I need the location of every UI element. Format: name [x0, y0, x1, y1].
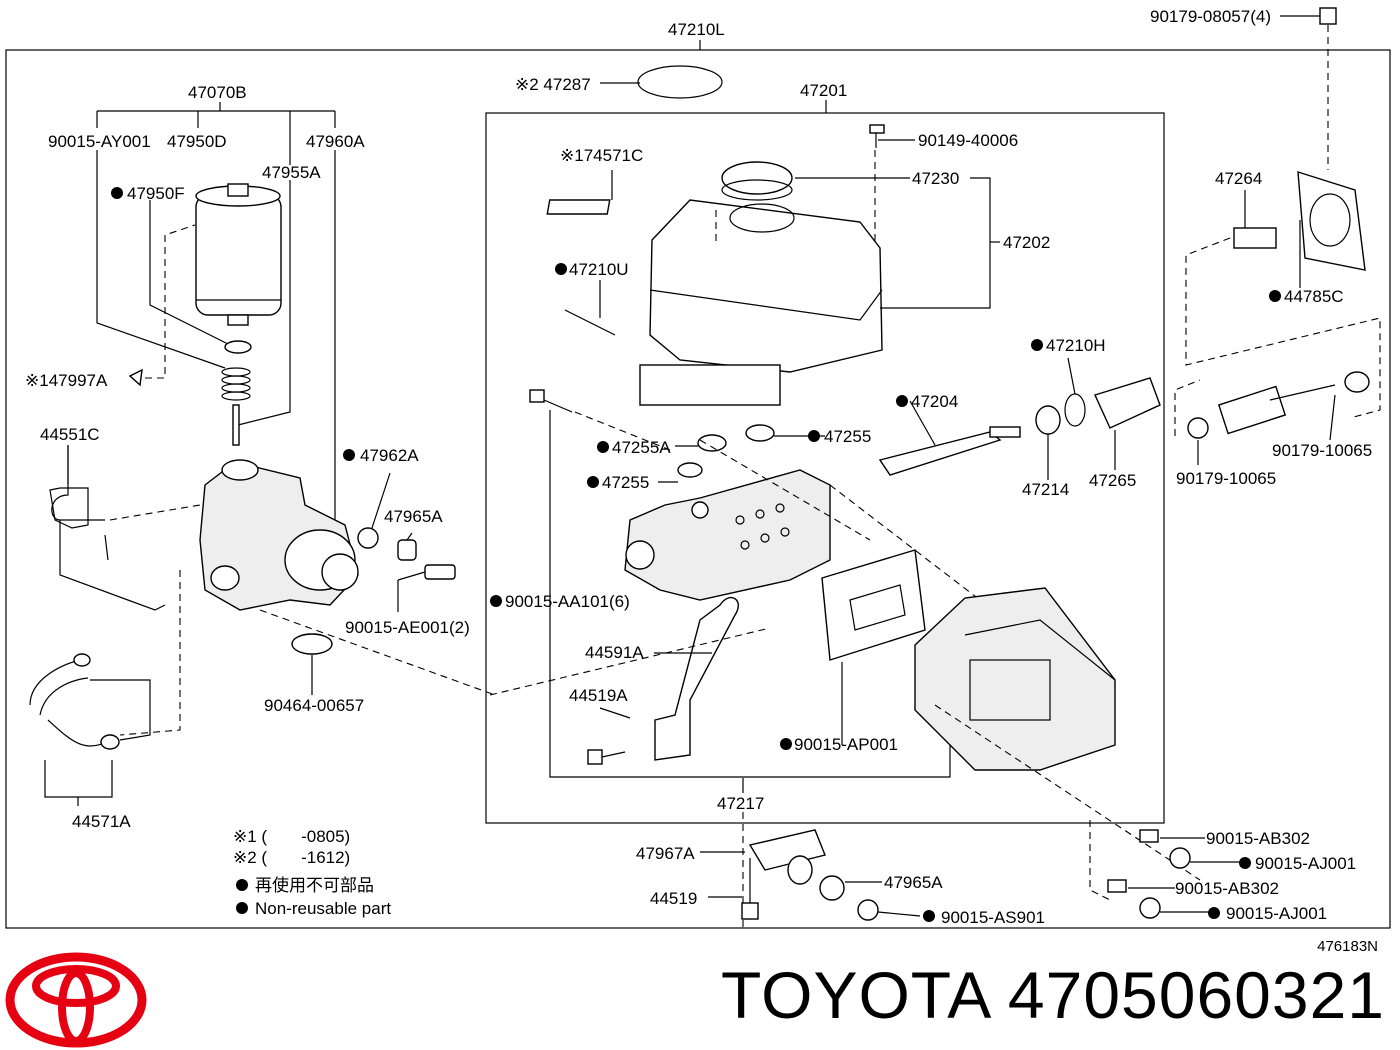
label-ab302-2: 90015-AB302	[1175, 879, 1279, 898]
reservoir-group	[546, 124, 1000, 406]
bottom-group	[700, 820, 1240, 921]
label-aj001-2: 90015-AJ001	[1226, 904, 1327, 923]
label-74571c: ※174571C	[560, 146, 643, 165]
label-47210u: 47210U	[569, 260, 629, 279]
legend-en: Non-reusable part	[255, 899, 391, 918]
part-labels: 47210L 90179-08057(4) 47070B ※2 47287 47…	[25, 7, 1372, 927]
label-screw-ay001: 90015-AY001	[48, 132, 151, 151]
label-ae001: 90015-AE001(2)	[345, 618, 470, 637]
toyota-logo-icon	[5, 952, 147, 1048]
label-44571a: 44571A	[72, 812, 131, 831]
label-00657: 90464-00657	[264, 696, 364, 715]
note-2: ※2 ( -1612)	[233, 848, 350, 867]
legend-jp: 再使用不可部品	[255, 875, 374, 895]
label-47202: 47202	[1003, 233, 1050, 252]
inner-frame	[485, 112, 1165, 824]
note-1: ※1 ( -0805)	[233, 827, 350, 846]
figure-code: 476183N	[1317, 938, 1378, 955]
label-filter-d: 47950D	[167, 132, 227, 151]
label-as901: 90015-AS901	[941, 908, 1045, 927]
label-gasket-2: ※2 47287	[515, 75, 591, 94]
label-ap001: 90015-AP001	[794, 735, 898, 754]
label-47230: 47230	[912, 169, 959, 188]
label-47210h: 47210H	[1046, 336, 1106, 355]
label-44785c: 44785C	[1284, 287, 1344, 306]
label-47965a-bottom: 47965A	[884, 873, 943, 892]
brand-title: TOYOTA 4705060321	[720, 958, 1385, 1032]
label-47962a: 47962A	[360, 446, 419, 465]
label-47950f: 47950F	[127, 184, 185, 203]
label-master-cyl: 47201	[800, 81, 847, 100]
label-aa101: 90015-AA101(6)	[505, 592, 630, 611]
label-47255-left: 47255	[602, 473, 649, 492]
label-47955a: 47955A	[262, 163, 321, 182]
nonreusable-markers	[111, 187, 1281, 922]
label-pump-assy: 47070B	[188, 83, 247, 102]
label-10065-left: 90179-10065	[1176, 469, 1276, 488]
gasket-47287	[637, 65, 723, 99]
right-top-group	[1174, 7, 1381, 465]
label-44519: 44519	[650, 889, 697, 908]
label-10065-right: 90179-10065	[1272, 441, 1372, 460]
label-47204: 47204	[911, 392, 958, 411]
label-47265: 47265	[1089, 471, 1136, 490]
label-ab302-1: 90015-AB302	[1206, 829, 1310, 848]
label-screw-40006: 90149-40006	[918, 131, 1018, 150]
pump-group	[29, 102, 496, 806]
label-47255a: 47255A	[612, 438, 671, 457]
label-47967a: 47967A	[636, 844, 695, 863]
label-44519a: 44519A	[569, 686, 628, 705]
label-44551c: 44551C	[40, 425, 100, 444]
label-47255-right: 47255	[824, 427, 871, 446]
label-47264: 47264	[1215, 169, 1262, 188]
label-44591a: 44591A	[585, 643, 644, 662]
label-47960a: 47960A	[306, 132, 365, 151]
label-assembly: 47210L	[668, 20, 725, 39]
label-47217: 47217	[717, 794, 764, 813]
label-47214: 47214	[1022, 480, 1069, 499]
label-47997a: ※147997A	[25, 371, 108, 390]
label-aj001-1: 90015-AJ001	[1255, 854, 1356, 873]
label-bolt-top-right: 90179-08057(4)	[1150, 7, 1271, 26]
outer-frame	[5, 49, 1391, 929]
label-47965a-top: 47965A	[384, 507, 443, 526]
